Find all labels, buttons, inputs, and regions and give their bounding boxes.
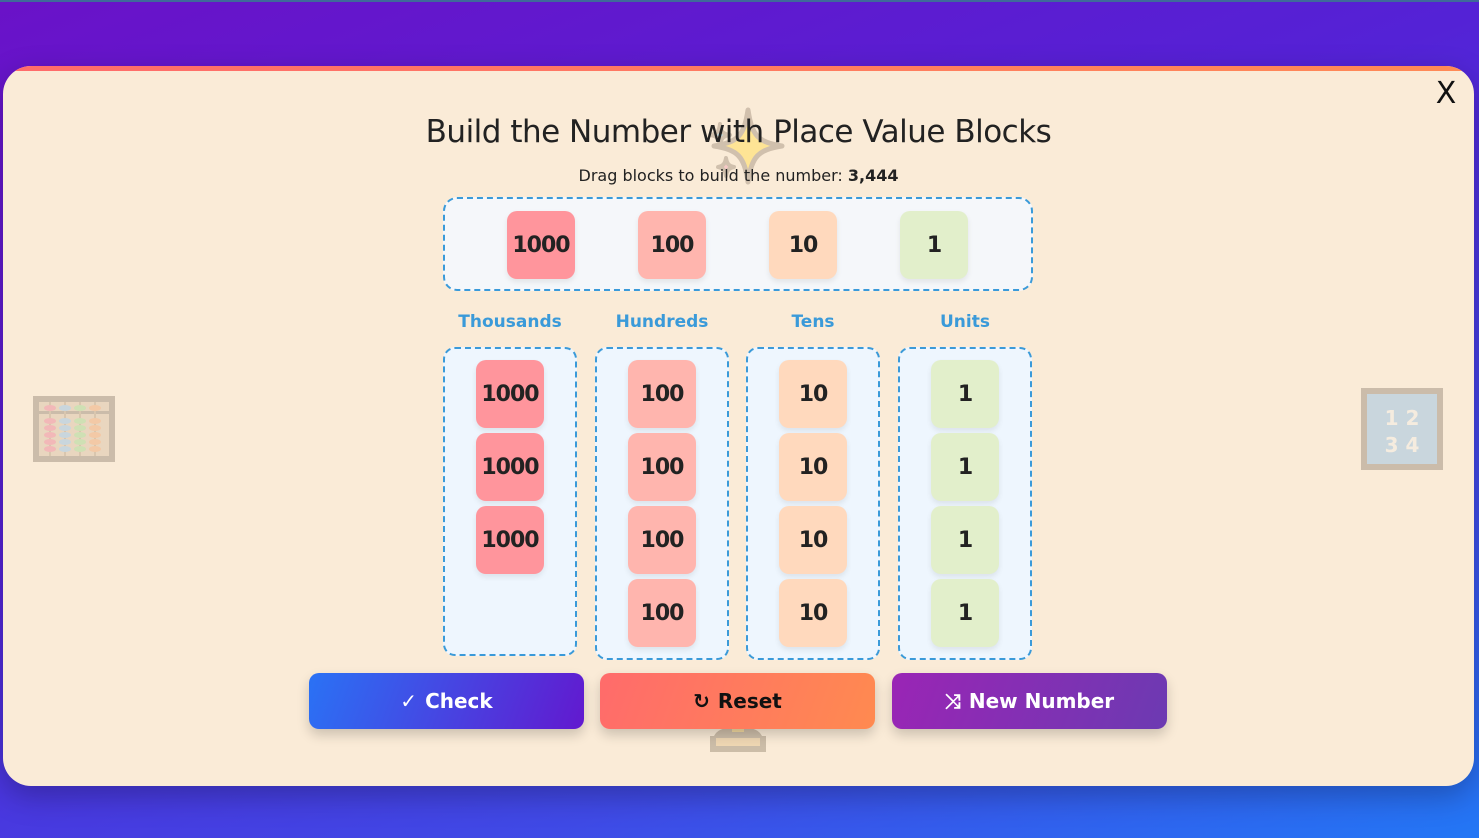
source-block-unit[interactable]: 1 (900, 211, 968, 279)
drop-zone-hundreds[interactable]: 100 100 100 100 (595, 347, 729, 660)
checkmark-icon: ✓ (400, 689, 418, 713)
numcard-row2: 3 4 (1385, 433, 1420, 457)
new-number-button-label: New Number (968, 689, 1115, 713)
page-title: Build the Number with Place Value Blocks (425, 114, 1052, 150)
block-source-tray: 1000 100 10 1 (443, 197, 1033, 291)
placed-block-ten[interactable]: 10 (779, 360, 847, 428)
column-label-tens: Tens (791, 312, 835, 332)
placed-block-thousand[interactable]: 1000 (476, 433, 544, 501)
instructions-text: Drag blocks to build the number: (578, 166, 848, 185)
instructions: Drag blocks to build the number: 3,444 (3, 166, 1474, 185)
new-number-button[interactable]: ⤨ New Number (892, 673, 1167, 729)
placed-block-thousand[interactable]: 1000 (476, 360, 544, 428)
placed-block-thousand[interactable]: 1000 (476, 506, 544, 574)
placed-block-unit[interactable]: 1 (931, 433, 999, 501)
placed-block-ten[interactable]: 10 (779, 433, 847, 501)
column-label-hundreds: Hundreds (615, 312, 709, 332)
placed-block-unit[interactable]: 1 (931, 506, 999, 574)
number-card-icon: 1 2 3 4 (1361, 388, 1443, 470)
numcard-row1: 1 2 (1385, 406, 1420, 430)
source-block-thousand[interactable]: 1000 (507, 211, 575, 279)
source-block-ten[interactable]: 10 (769, 211, 837, 279)
reset-button-label: Reset (717, 689, 782, 713)
check-button-label: Check (425, 689, 493, 713)
place-value-modal: X Build the Number with Place Value Bloc… (3, 66, 1474, 786)
placed-block-ten[interactable]: 10 (779, 579, 847, 647)
drop-zone-thousands[interactable]: 1000 1000 1000 (443, 347, 577, 656)
drop-zone-tens[interactable]: 10 10 10 10 (746, 347, 880, 660)
target-number: 3,444 (847, 166, 899, 185)
close-button[interactable]: X (1435, 76, 1457, 111)
source-block-hundred[interactable]: 100 (638, 211, 706, 279)
placed-block-hundred[interactable]: 100 (628, 433, 696, 501)
drop-zone-units[interactable]: 1 1 1 1 (898, 347, 1032, 660)
shuffle-icon: ⤨ (944, 689, 961, 713)
placed-block-hundred[interactable]: 100 (628, 506, 696, 574)
column-label-units: Units (940, 312, 990, 332)
placed-block-hundred[interactable]: 100 (628, 360, 696, 428)
column-label-thousands: Thousands (458, 312, 562, 332)
reset-button[interactable]: ↻ Reset (600, 673, 875, 729)
placed-block-hundred[interactable]: 100 (628, 579, 696, 647)
placed-block-unit[interactable]: 1 (931, 579, 999, 647)
check-button[interactable]: ✓ Check (309, 673, 584, 729)
placed-block-ten[interactable]: 10 (779, 506, 847, 574)
window-top-border (0, 0, 1479, 2)
sparkle-icon (708, 107, 785, 185)
abacus-icon (33, 396, 115, 462)
modal-accent-bar (3, 66, 1474, 71)
placed-block-unit[interactable]: 1 (931, 360, 999, 428)
redo-icon: ↻ (693, 689, 710, 713)
